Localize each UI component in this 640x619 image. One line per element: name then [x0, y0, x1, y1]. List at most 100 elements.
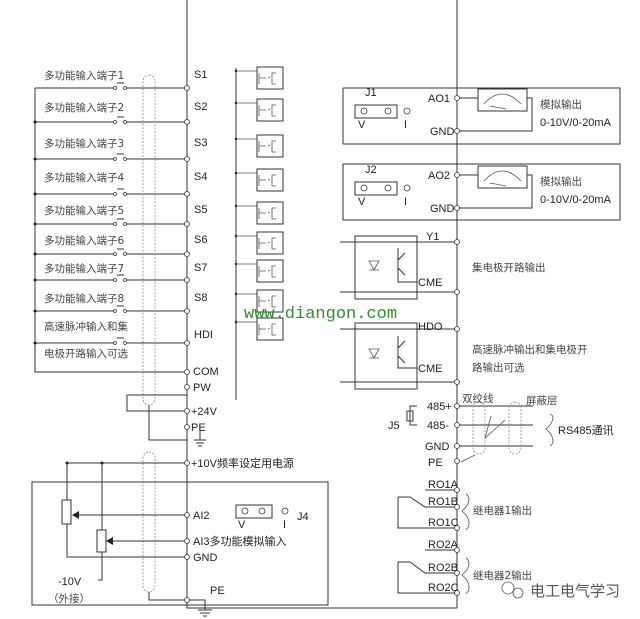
terminal-pw: PW — [193, 382, 211, 394]
svg-text:I: I — [283, 519, 286, 531]
terminal-point — [184, 119, 190, 125]
input-row: 多功能输入端子8 S8 — [33, 292, 207, 314]
analog-i: I — [404, 119, 407, 131]
svg-text:继电器1输出: 继电器1输出 — [473, 504, 532, 517]
input-label: 多功能输入端子5 — [44, 204, 124, 217]
terminal-ai2: AI2 — [193, 510, 210, 522]
svg-text:RO1A: RO1A — [428, 479, 459, 491]
input-label-2: 电极开路输入可选 — [44, 347, 128, 360]
input-row: 多功能输入端子2 S2 — [33, 101, 207, 125]
svg-text:485+: 485+ — [427, 401, 452, 413]
optocoupler-icon — [234, 317, 284, 341]
analog-desc2: 0-10V/0-20mA — [540, 194, 612, 206]
input-common-bus — [34, 88, 187, 373]
input-row: 多功能输入端子5 S5 — [33, 204, 207, 227]
collector-output-y1: Y1 CME 集电极开路输出 — [340, 231, 546, 300]
analog-desc1: 模拟输出 — [540, 175, 582, 188]
svg-text:RO2B: RO2B — [428, 562, 458, 574]
analog-v: V — [358, 196, 366, 208]
input-label: 多功能输入端子4 — [44, 171, 124, 184]
terminal-hdi: HDI — [194, 329, 213, 341]
brace-icon — [545, 413, 554, 447]
input-optocouplers — [234, 66, 284, 341]
svg-text:PE: PE — [428, 457, 443, 469]
svg-text:V: V — [238, 519, 246, 531]
analog-jumper: J1 — [365, 87, 377, 99]
neg-10v-label: -10V — [58, 576, 82, 588]
input-row: 多功能输入端子6 S6 — [33, 234, 207, 257]
input-label: 多功能输入端子6 — [44, 234, 124, 247]
terminal-s2: S2 — [194, 101, 207, 113]
jumper-j4 — [235, 504, 273, 519]
external-label: （外接） — [48, 592, 90, 605]
svg-text:J5: J5 — [388, 420, 400, 432]
jumper-j1 — [354, 104, 398, 119]
input-label: 多功能输入端子8 — [44, 292, 124, 305]
optocoupler-icon — [234, 134, 284, 158]
terminal-s3: S3 — [194, 137, 207, 149]
svg-text:Y1: Y1 — [426, 231, 439, 243]
analog-i: I — [404, 196, 407, 208]
potentiometer-icon — [96, 529, 107, 553]
svg-text:CME: CME — [418, 363, 442, 375]
terminal-point — [184, 277, 190, 283]
optocoupler-icon — [234, 98, 284, 122]
analog-input-box — [31, 481, 329, 606]
terminal-ai3: AI3多功能模拟输入 — [193, 534, 287, 548]
optocoupler-icon — [234, 289, 284, 313]
input-label: 多功能输入端子3 — [44, 137, 124, 150]
input-label: 多功能输入端子7 — [44, 262, 124, 275]
svg-text:继电器2输出: 继电器2输出 — [473, 569, 532, 582]
svg-text:HDO: HDO — [418, 321, 443, 333]
analog-gnd: GND — [430, 126, 455, 138]
input-row: 多功能输入端子3 S3 — [33, 137, 207, 162]
terminal-s8: S8 — [194, 292, 207, 304]
svg-text:CME: CME — [418, 277, 442, 289]
collector-output-hdo: HDO CME 高速脉冲输出和集电极开 路输出可选 — [340, 321, 588, 390]
jumper-j2 — [354, 181, 398, 196]
shield-cable-lower — [142, 451, 156, 593]
watermark: www.diangon.com — [244, 305, 397, 324]
analog-ao: AO2 — [428, 170, 450, 182]
input-label: 多功能输入端子1 — [44, 69, 124, 82]
terminal-s5: S5 — [194, 204, 207, 216]
terminal-s6: S6 — [194, 234, 207, 246]
shield-cable-upper — [142, 74, 156, 406]
terminal-gnd: GND — [193, 552, 218, 564]
optocoupler-icon — [234, 168, 284, 192]
svg-text:485-: 485- — [427, 420, 449, 432]
input-row: 多功能输入端子4 S4 — [33, 171, 207, 197]
svg-text:RO1C: RO1C — [428, 517, 459, 529]
input-label: 多功能输入端子2 — [44, 101, 124, 114]
terminal-24v: +24V — [191, 406, 218, 418]
meter-icon — [477, 165, 528, 189]
terminal-com: COM — [193, 366, 219, 378]
analog-v: V — [358, 119, 366, 131]
analog-gnd: GND — [430, 203, 455, 215]
wechat-logo — [501, 581, 524, 599]
svg-text:GND: GND — [425, 441, 450, 453]
svg-text:RS485通讯: RS485通讯 — [558, 424, 614, 437]
rs485-section: 485+ 485- GND PE J5 双绞线 屏蔽层 RS485通讯 — [388, 392, 614, 469]
optocoupler-icon — [234, 231, 284, 255]
svg-text:高速脉冲输出和集电极开: 高速脉冲输出和集电极开 — [472, 343, 588, 356]
meter-icon — [477, 88, 528, 112]
analog-ao: AO1 — [428, 93, 450, 105]
terminal-point — [184, 156, 190, 162]
terminal-10v: +10V频率设定用电源 — [191, 456, 294, 470]
terminal-pe-bottom: PE — [210, 585, 225, 597]
terminal-point — [184, 221, 190, 227]
terminal-point — [184, 308, 190, 314]
ground-icon — [194, 427, 206, 447]
optocoupler-icon — [234, 201, 284, 225]
svg-text:双绞线: 双绞线 — [462, 392, 494, 405]
terminal-s4: S4 — [194, 171, 207, 183]
analog-desc1: 模拟输出 — [540, 98, 582, 111]
svg-text:RO2C: RO2C — [428, 582, 459, 594]
